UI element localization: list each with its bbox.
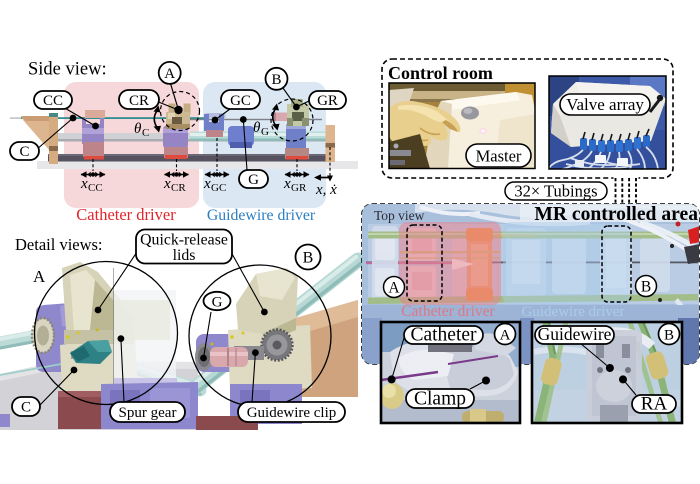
svg-text:Guidewire: Guidewire <box>538 324 612 344</box>
svg-text:MR controlled area: MR controlled area <box>534 204 698 225</box>
svg-text:Catheter: Catheter <box>410 325 477 346</box>
svg-text:CC: CC <box>88 182 103 194</box>
svg-text:RA: RA <box>641 394 668 415</box>
svg-text:B: B <box>303 250 314 267</box>
svg-text:θ: θ <box>134 121 142 137</box>
svg-text:x: x <box>283 176 291 192</box>
svg-text:θ: θ <box>253 120 261 136</box>
svg-text:x: x <box>203 176 211 192</box>
svg-text:G: G <box>248 172 259 188</box>
svg-text:Top view: Top view <box>374 208 425 223</box>
svg-text:B: B <box>641 279 651 296</box>
svg-text:GR: GR <box>291 182 307 194</box>
svg-text:x, ẋ: x, ẋ <box>315 182 337 198</box>
svg-text:GC: GC <box>230 93 251 109</box>
svg-text:Spur gear: Spur gear <box>119 405 177 421</box>
svg-text:Control room: Control room <box>388 63 493 83</box>
svg-text:B: B <box>664 328 674 344</box>
svg-text:Quick-release: Quick-release <box>140 232 228 249</box>
svg-text:C: C <box>21 400 31 416</box>
svg-text:CC: CC <box>43 93 63 109</box>
svg-text:C: C <box>142 127 149 139</box>
svg-text:B: B <box>271 72 281 88</box>
svg-text:C: C <box>19 144 29 160</box>
svg-text:A: A <box>388 280 400 297</box>
svg-text:Master: Master <box>476 147 522 166</box>
svg-text:Guidewire driver: Guidewire driver <box>522 304 625 320</box>
svg-text:Catheter driver: Catheter driver <box>76 205 176 224</box>
svg-text:Guidewire driver: Guidewire driver <box>207 207 316 224</box>
svg-text:x: x <box>163 176 171 192</box>
svg-text:x: x <box>80 176 88 192</box>
svg-text:G: G <box>261 126 269 138</box>
svg-text:A: A <box>500 328 511 344</box>
svg-text:lids: lids <box>173 247 196 264</box>
svg-text:32× Tubings: 32× Tubings <box>514 182 597 201</box>
svg-text:Catheter driver: Catheter driver <box>401 303 495 320</box>
svg-text:CR: CR <box>129 93 149 109</box>
svg-text:G: G <box>212 295 223 311</box>
svg-text:Clamp: Clamp <box>414 389 466 410</box>
svg-text:GC: GC <box>211 182 226 194</box>
svg-text:Guidewire clip: Guidewire clip <box>247 405 337 421</box>
svg-text:Detail views:: Detail views: <box>15 235 103 254</box>
svg-text:A: A <box>33 267 46 286</box>
svg-text:CR: CR <box>171 182 186 194</box>
svg-text:Side view:: Side view: <box>28 60 107 80</box>
svg-text:A: A <box>164 66 175 82</box>
svg-text:GR: GR <box>317 93 338 109</box>
svg-text:Valve array: Valve array <box>566 95 644 114</box>
